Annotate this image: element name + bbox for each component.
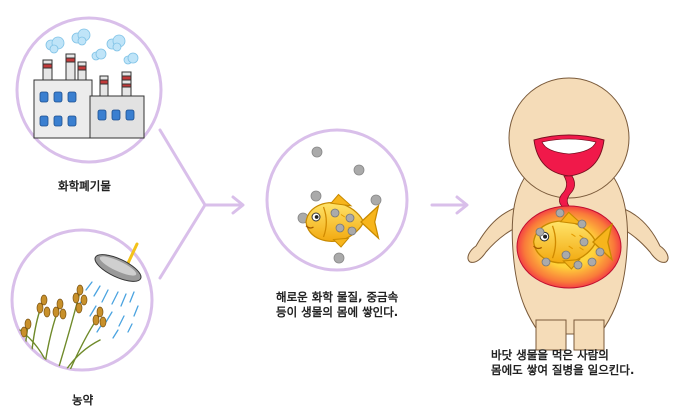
mouth-icon [533,134,605,177]
factory-circle [15,16,163,164]
pesticide-label: 농약 [72,393,94,407]
fish-caption-line1: 해로운 화학 물질, 중금속 [276,290,399,304]
factory-label: 화학폐기물 [58,179,111,193]
human-caption-line1: 바닷 생물을 먹은 사람의 [491,348,609,362]
factory-icon [33,53,145,139]
stomach-icon [516,205,622,289]
human-caption-line2: 몸에도 쌓여 질병을 일으킨다. [491,363,635,377]
heavy-metal-particle-icon [297,146,382,264]
human-figure-icon [467,77,669,351]
fish-circle [265,128,409,272]
flow-connectors [158,128,469,280]
smoke-cloud-icon [45,28,139,65]
rice-grain-icon [20,284,107,338]
fish-icon [305,193,380,248]
fish-caption-line2: 등이 생물의 몸에 쌓인다. [276,305,399,319]
pesticide-circle [10,228,154,372]
sprayer-icon [94,242,142,282]
